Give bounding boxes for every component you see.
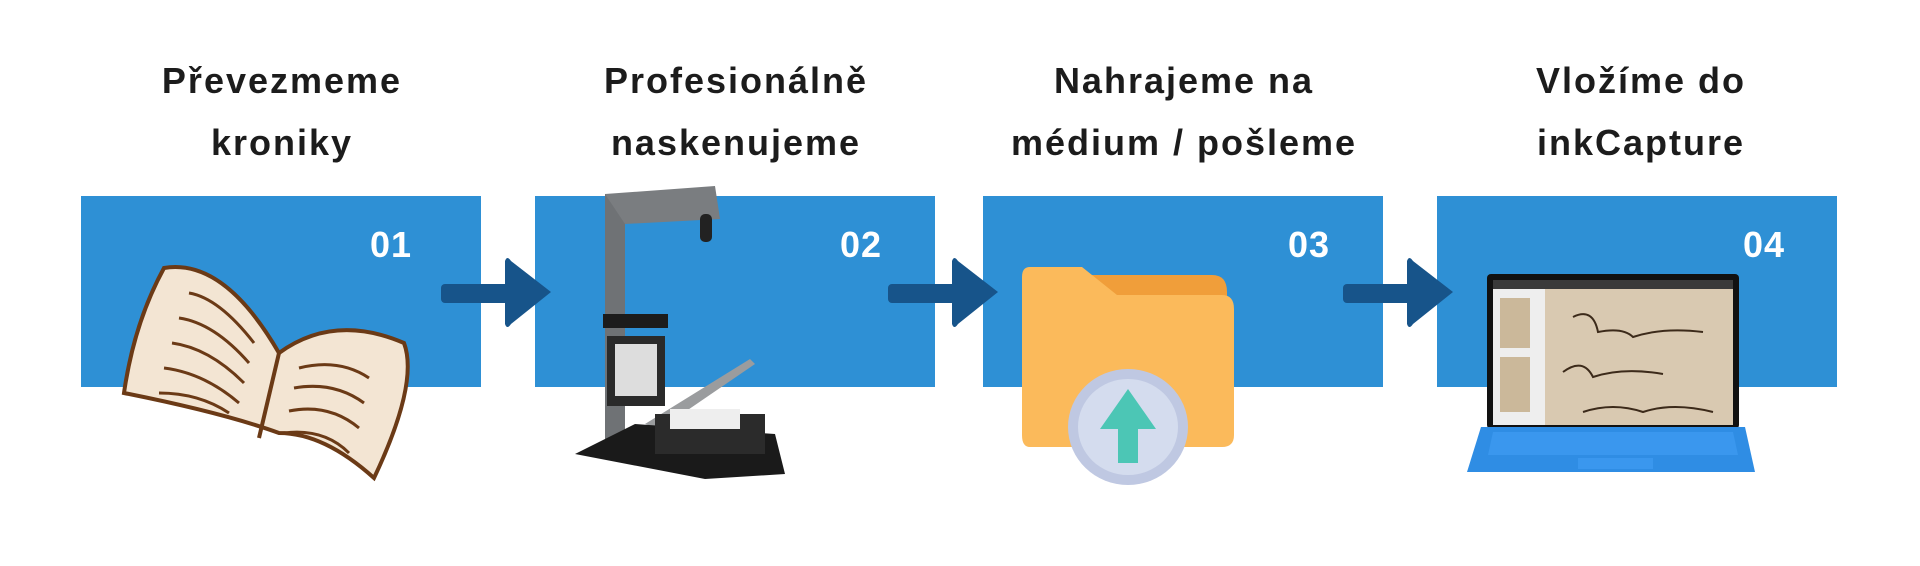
step-4-title-line1: Vložíme do xyxy=(1535,60,1747,101)
step-2-box xyxy=(535,196,935,387)
arrow-right-icon xyxy=(441,258,551,327)
step-1-title-line1: Převezmeme xyxy=(161,60,403,101)
step-1-number: 01 xyxy=(370,224,413,265)
step-2-title-line2: naskenujeme xyxy=(610,122,862,163)
folder-upload-icon xyxy=(1022,267,1234,485)
open-book-icon xyxy=(121,265,410,482)
step-1-title-line2: kroniky xyxy=(210,122,354,163)
step-2-title-line1: Profesionálně xyxy=(603,60,869,101)
step-4-number: 04 xyxy=(1743,224,1786,265)
step-3-title: Nahrajeme na médium / pošleme xyxy=(954,50,1414,174)
step-2-title: Profesionálně naskenujeme xyxy=(506,50,966,174)
step-3-number: 03 xyxy=(1288,224,1331,265)
book-scanner-image xyxy=(575,186,785,479)
arrow-right-icon xyxy=(1343,258,1453,327)
arrow-right-icon xyxy=(888,258,998,327)
step-2-number: 02 xyxy=(840,224,883,265)
step-4-title: Vložíme do inkCapture xyxy=(1411,50,1871,174)
step-3-title-line2: médium / pošleme xyxy=(1010,122,1358,163)
step-4-title-line2: inkCapture xyxy=(1536,122,1746,163)
step-1-title: Převezmeme kroniky xyxy=(52,50,512,174)
laptop-image xyxy=(1467,274,1755,472)
step-3-title-line1: Nahrajeme na xyxy=(1053,60,1315,101)
